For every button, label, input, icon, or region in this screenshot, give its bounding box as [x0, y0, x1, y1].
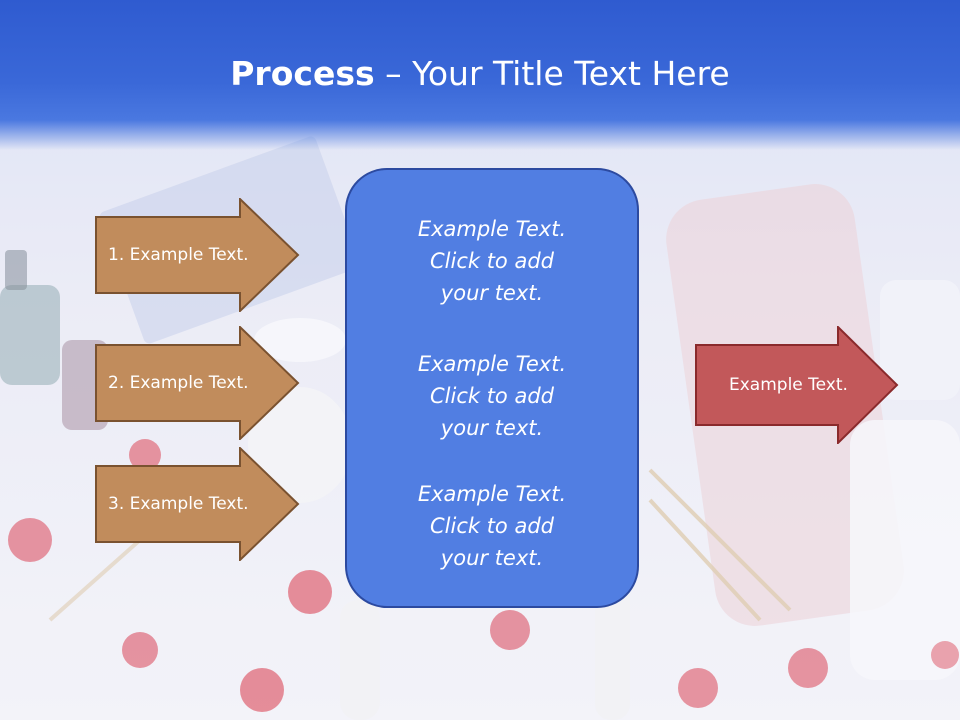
bg-cream-jar	[248, 387, 352, 503]
step-arrow-3[interactable]: 3. Example Text.	[95, 447, 300, 561]
bg-stick	[48, 538, 142, 622]
bg-rose	[122, 632, 158, 668]
bg-rose	[490, 610, 530, 650]
bg-rose	[8, 518, 52, 562]
slide-title[interactable]: Process – Your Title Text Here	[0, 52, 960, 96]
step-label: 3. Example Text.	[108, 494, 249, 514]
step-label: 1. Example Text.	[108, 245, 249, 265]
center-paragraph-2: Example Text. Click to add your text.	[417, 352, 567, 440]
bg-bottle	[880, 280, 960, 400]
center-paragraph-1: Example Text. Click to add your text.	[417, 217, 567, 305]
bg-nail-polish	[0, 285, 60, 385]
bg-nail-polish	[5, 250, 27, 290]
step-label: 2. Example Text.	[108, 373, 249, 393]
bg-rose	[678, 668, 718, 708]
result-label: Example Text.	[729, 375, 848, 395]
bg-rose	[788, 648, 828, 688]
title-bold: Process	[230, 54, 375, 93]
bg-rose	[240, 668, 284, 712]
title-rest: – Your Title Text Here	[374, 54, 730, 93]
step-arrow-2[interactable]: 2. Example Text.	[95, 326, 300, 440]
bg-cream-jar-lid	[254, 318, 346, 362]
bg-rose	[931, 641, 959, 669]
bg-stick	[648, 468, 792, 612]
result-arrow[interactable]: Example Text.	[695, 326, 900, 444]
bg-bottle	[850, 420, 960, 680]
title-bar	[0, 0, 960, 150]
bg-nail-file	[595, 570, 630, 720]
bg-rose	[129, 439, 161, 471]
center-text-box[interactable]: Example Text. Click to add your text. Ex…	[345, 168, 639, 608]
bg-rose	[288, 570, 332, 614]
bg-nail-file	[340, 600, 380, 720]
bg-stick	[648, 498, 762, 622]
center-paragraph-3: Example Text. Click to add your text.	[417, 482, 567, 570]
step-arrow-1[interactable]: 1. Example Text.	[95, 198, 300, 312]
